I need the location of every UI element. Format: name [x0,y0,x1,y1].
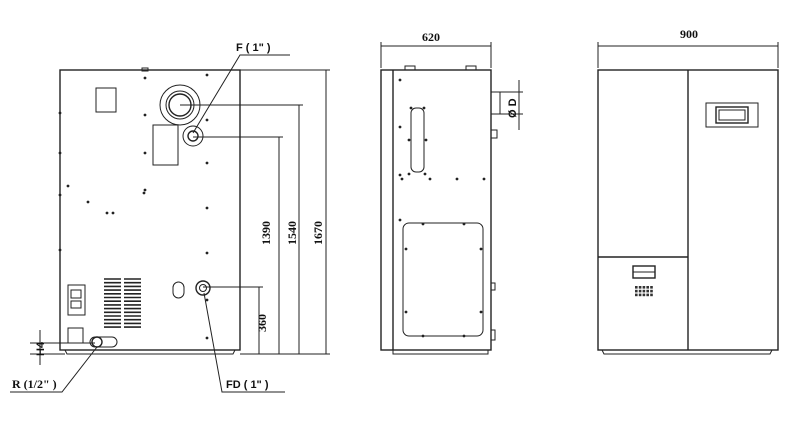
bolt-hole [205,161,209,165]
dim-1390: 1390 [259,221,273,245]
keypad-key [646,293,649,297]
bolt-hole [205,251,209,255]
bolt-hole [404,247,408,251]
bolt-hole [143,151,147,155]
flow-label: F ( 1" ) [236,42,271,54]
bolt-hole [398,125,402,129]
bolt-hole [421,334,425,338]
keypad-key [646,286,649,289]
bolt-hole [455,177,459,181]
bolt-hole [205,336,209,340]
bolt-hole [143,188,147,192]
side-view: 620 Ø D [380,30,523,355]
keypad-key [642,289,646,293]
rear-base [64,349,236,355]
bolt-hole [205,206,209,210]
bolt-hole [58,151,62,155]
rear-dimension-lines [10,54,330,393]
bolt-hole [479,310,483,314]
keypad-key [638,286,642,289]
control-display [705,102,759,128]
keypad-key [638,289,642,293]
bolt-hole [400,177,404,181]
keypad-key [642,286,646,289]
keypad [635,286,653,297]
flue-stub [490,91,501,115]
keypad-key [650,289,653,293]
bolt-hole [421,222,425,226]
keypad-key [635,286,638,289]
keypad-key [638,293,642,297]
dim-1670: 1670 [311,221,325,245]
bolt-hole [398,78,402,82]
side-dimension-lines [380,42,523,130]
bolt-hole [205,118,209,122]
drain-opening [172,281,185,299]
bolt-hole [424,138,428,142]
dim-360: 360 [255,314,269,332]
dim-620: 620 [422,30,440,44]
return-fitting-icon [91,336,103,348]
bolt-hole [58,111,62,115]
bolt-hole [422,106,426,110]
bolt-hole [205,73,209,77]
bolt-hole [205,298,209,302]
bolt-hole [58,193,62,197]
h4-label: H4 [35,341,47,356]
side-panel [380,69,492,351]
keypad-key [635,293,638,297]
keypad-key [650,286,653,289]
bolt-hole [86,200,90,204]
keypad-key [650,293,653,297]
bolt-hole [423,172,427,176]
bolt-hole [404,310,408,314]
rear-view: F ( 1" ) FD ( 1" ) R (1/2" ) H4 1670 154… [10,42,330,393]
rear-hatch [152,124,179,166]
keypad-key [635,289,638,293]
bolt-hole [398,218,402,222]
front-view: 900 [597,27,779,355]
bolt-hole [479,247,483,251]
bolt-hole [407,138,411,142]
bolt-hole [407,172,411,176]
bolt-hole [462,334,466,338]
dim-900: 900 [680,27,698,41]
drain-label: FD ( 1" ) [226,379,269,391]
bolt-hole [409,106,413,110]
bolt-hole [58,248,62,252]
bolt-hole [111,211,115,215]
vent-grille [104,278,141,328]
inspection-cover [95,87,117,113]
bolt-hole [142,191,146,195]
bolt-hole [462,222,466,226]
return-pipe [89,336,118,348]
electrical-panel [67,284,86,316]
side-access-panel [402,222,484,337]
dim-1540: 1540 [285,221,299,245]
bolt-hole [428,177,432,181]
bolt-hole [143,76,147,80]
side-slot [410,107,425,173]
keypad-key [642,293,646,297]
bolt-hole [398,173,402,177]
flow-fitting-icon [182,125,204,147]
bolt-hole [482,177,486,181]
flue-diameter-label: Ø D [507,98,519,118]
bolt-hole [66,184,70,188]
bolt-hole [143,113,147,117]
front-dimension-lines [597,42,779,68]
rear-panel [59,69,241,351]
return-label: R (1/2" ) [12,377,57,391]
keypad-key [646,289,649,293]
drain-fitting-icon [195,280,211,296]
bolt-hole [105,211,109,215]
